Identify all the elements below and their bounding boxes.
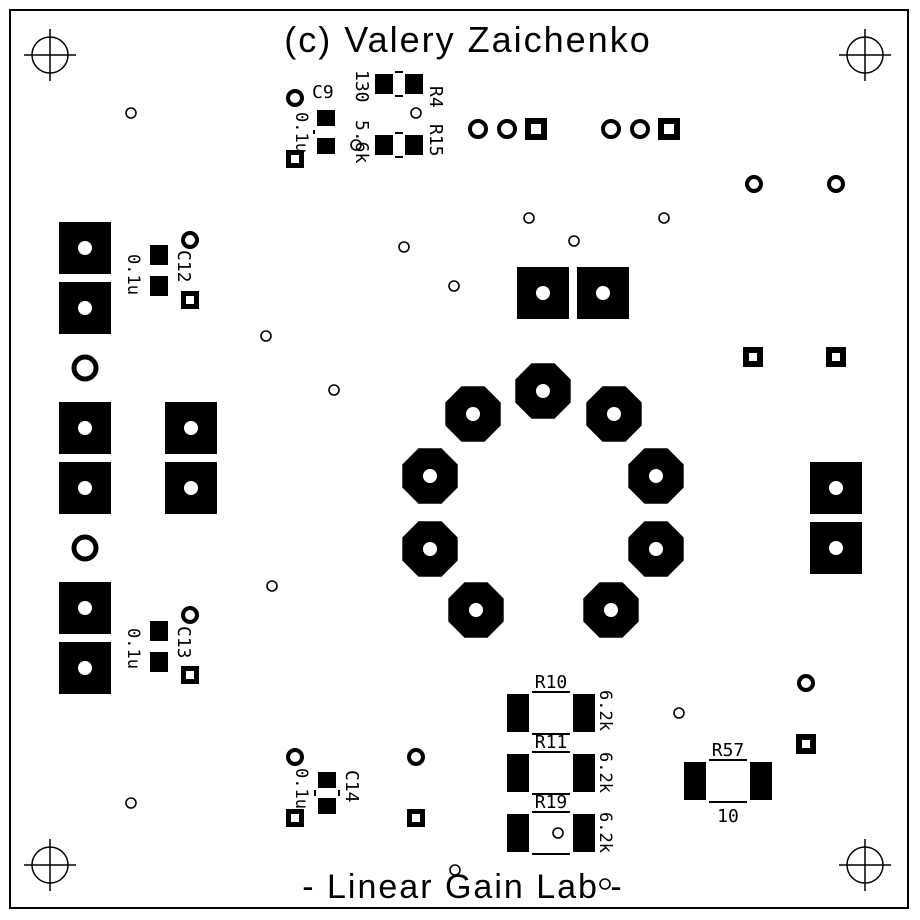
c12-ref: C12 bbox=[173, 250, 194, 283]
socket-pad-hole-7 bbox=[649, 542, 663, 556]
board-title: (c) Valery Zaichenko bbox=[284, 19, 651, 60]
c12-value: 0.1u bbox=[123, 254, 143, 295]
c9-pad-round bbox=[286, 89, 304, 107]
r57-value: 10 bbox=[717, 806, 739, 827]
component-c13: C13 0.1u bbox=[123, 606, 199, 684]
component-r57: R57 10 bbox=[684, 740, 772, 827]
board-outline bbox=[9, 9, 909, 909]
socket-pad-hole-6 bbox=[423, 542, 437, 556]
component-r4: R4 130 bbox=[351, 70, 446, 108]
socket-pad-hole-1 bbox=[536, 384, 550, 398]
c9-value: 0.1u bbox=[291, 112, 311, 153]
socket-pad-hole-4 bbox=[423, 469, 437, 483]
c14-ref: C14 bbox=[341, 770, 362, 803]
component-r11: R11 6.2k bbox=[507, 732, 615, 795]
component-r19: R19 6.2k bbox=[507, 792, 615, 855]
component-c14: C14 0.1u bbox=[286, 748, 362, 827]
socket-pad-hole-5 bbox=[649, 469, 663, 483]
c14-side-pads bbox=[407, 748, 425, 827]
tube-socket-pads bbox=[402, 363, 684, 638]
socket-pad-hole-3 bbox=[607, 407, 621, 421]
socket-pad-hole-9 bbox=[604, 603, 618, 617]
right-connector-pads bbox=[810, 462, 862, 574]
component-c12: C12 0.1u bbox=[123, 231, 199, 309]
r19-value: 6.2k bbox=[595, 812, 615, 853]
fiducial-bottom-right bbox=[839, 839, 891, 891]
socket-pad-hole-2 bbox=[466, 407, 480, 421]
center-top-pads bbox=[517, 267, 629, 319]
r15-value: 5.6k bbox=[351, 120, 372, 164]
fiducial-top-left bbox=[24, 29, 76, 81]
r10-value: 6.2k bbox=[595, 690, 615, 731]
left-connector-pads bbox=[59, 222, 217, 694]
r11-value: 6.2k bbox=[595, 752, 615, 793]
r4-ref: R4 bbox=[425, 86, 446, 108]
component-r15: R15 5.6k bbox=[351, 120, 446, 164]
c13-value: 0.1u bbox=[123, 628, 143, 669]
right-small-pads bbox=[743, 175, 846, 754]
left-round-pads bbox=[71, 354, 99, 562]
r10-ref: R10 bbox=[535, 672, 568, 693]
via-holes bbox=[125, 107, 685, 890]
c13-ref: C13 bbox=[173, 626, 194, 659]
c14-value: 0.1u bbox=[291, 768, 311, 809]
c9-ref: C9 bbox=[312, 82, 334, 103]
socket-pad-hole-8 bbox=[469, 603, 483, 617]
fiducial-bottom-left bbox=[24, 839, 76, 891]
fiducial-top-right bbox=[839, 29, 891, 81]
r4-value: 130 bbox=[351, 70, 372, 103]
component-r10: R10 6.2k bbox=[507, 672, 615, 735]
r57-ref: R57 bbox=[712, 740, 745, 761]
r19-ref: R19 bbox=[535, 792, 568, 813]
r15-ref: R15 bbox=[425, 124, 446, 157]
board-footer: - Linear Gain Lab - bbox=[302, 868, 624, 906]
component-c9: C9 0.1u bbox=[286, 82, 335, 168]
r11-ref: R11 bbox=[535, 732, 568, 753]
header-pads bbox=[468, 118, 680, 140]
